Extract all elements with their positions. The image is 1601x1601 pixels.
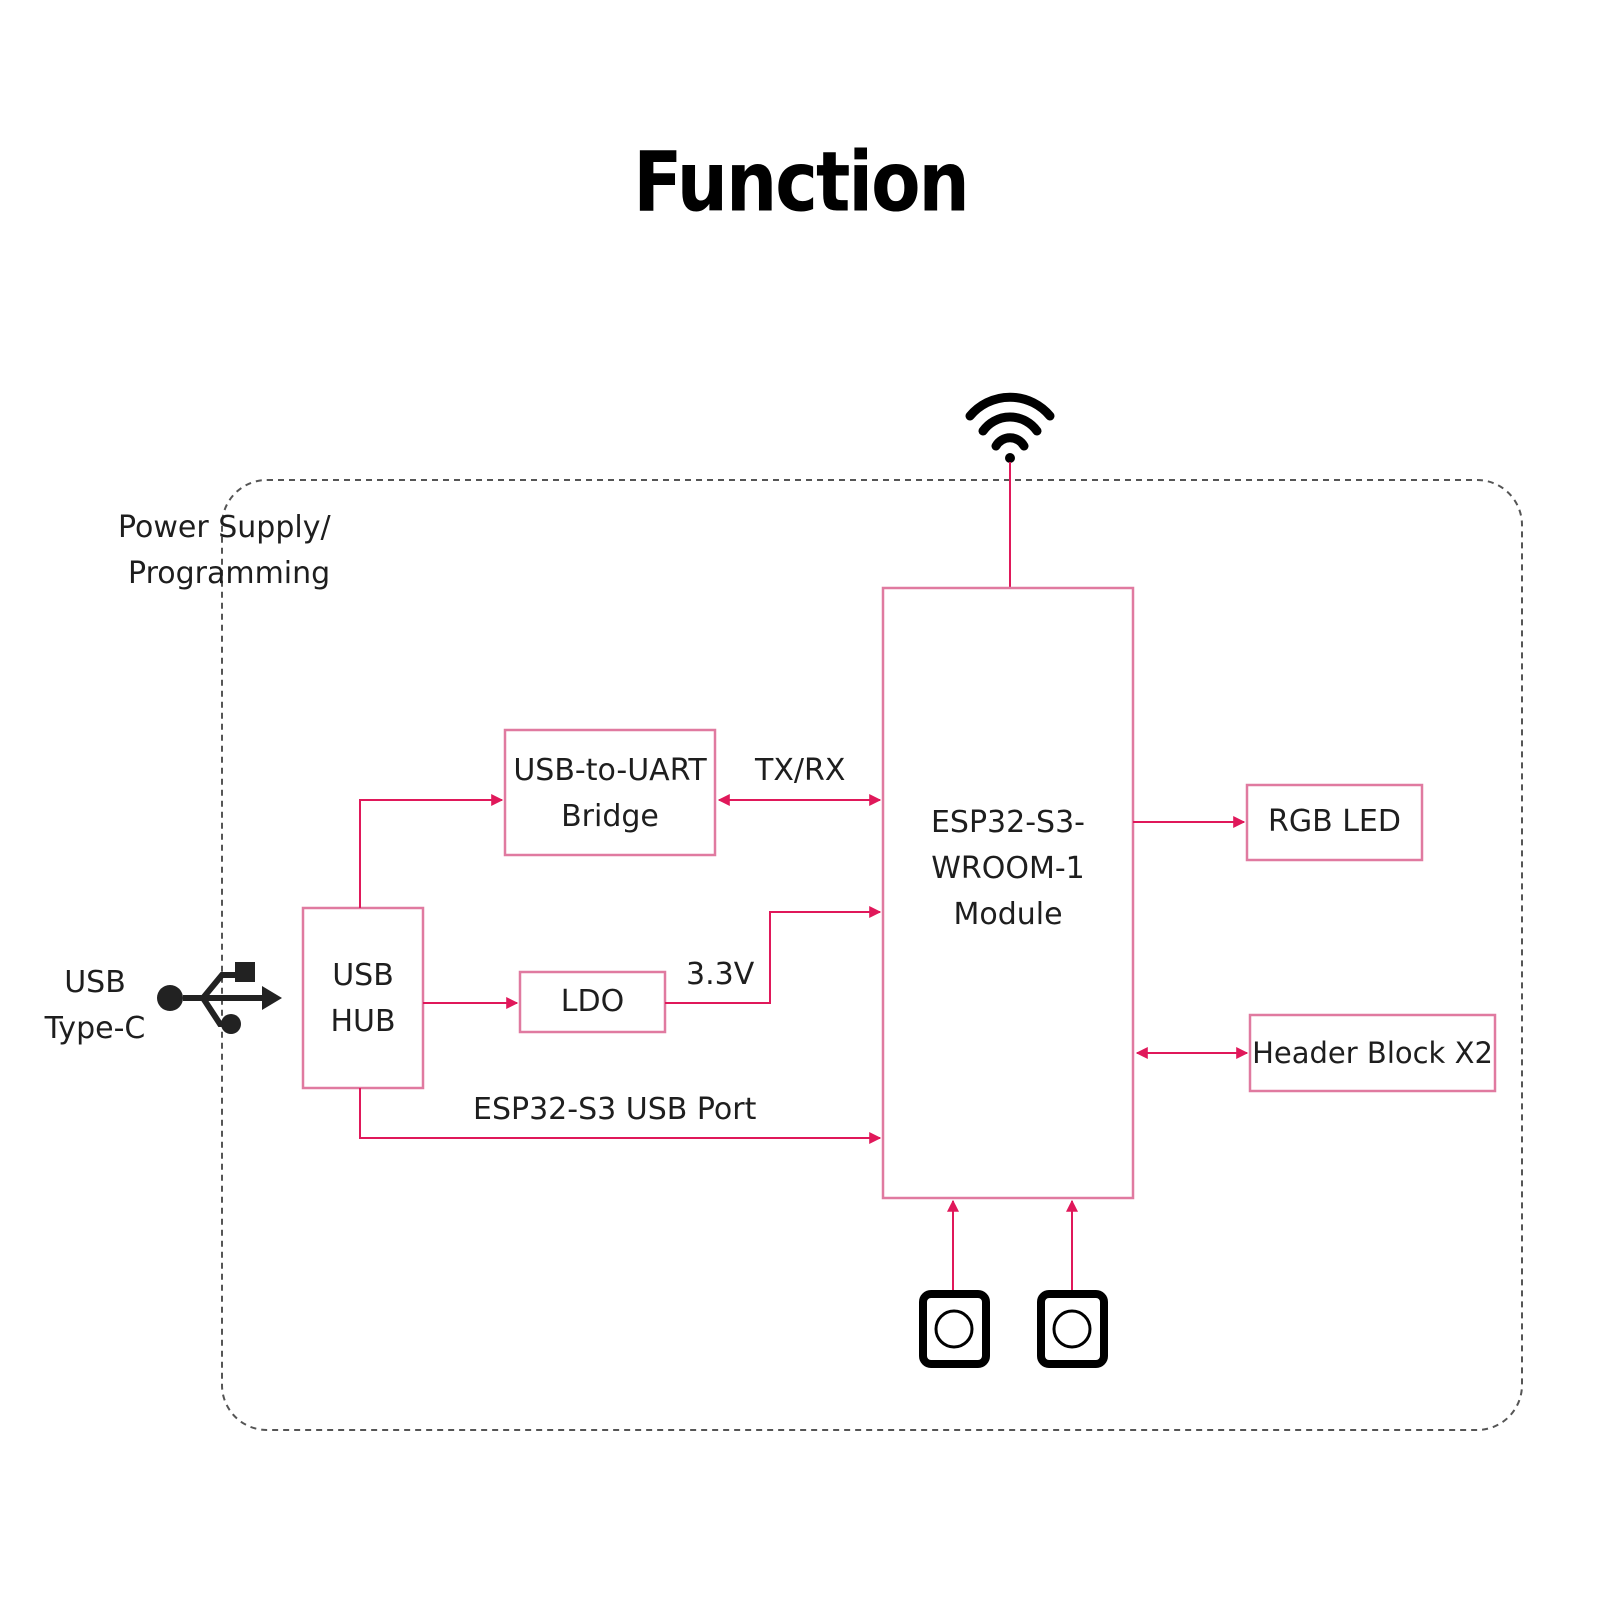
usb-hub-line1: USB [332, 958, 394, 993]
section-label-line2: Programming [128, 556, 331, 591]
esp32-line2: WROOM-1 [931, 851, 1085, 886]
usb-port-label: ESP32-S3 USB Port [473, 1092, 757, 1127]
usb-connector-label: USB Type-C [40, 960, 150, 1052]
usb-port-arrow [359, 1088, 882, 1144]
rgb-led-label: RGB LED [1268, 804, 1401, 839]
button-icon [919, 1290, 990, 1368]
usb-hub-block [301, 906, 425, 1090]
wifi-icon [965, 392, 1055, 463]
usb-icon [157, 962, 282, 1034]
header-block-label: Header Block X2 [1252, 1036, 1493, 1070]
hub-to-uart-arrow [359, 794, 504, 908]
esp32-module-label: ESP32-S3- WROOM-1 Module [883, 800, 1133, 938]
board-outline [221, 479, 1523, 1431]
usb-uart-line2: Bridge [561, 799, 659, 834]
page-title: Function [633, 133, 970, 231]
header-block [1248, 1013, 1497, 1093]
usb-hub-label: USB HUB [303, 953, 423, 1045]
usb-uart-label: USB-to-UART Bridge [505, 748, 715, 840]
usb-connector-line2: Type-C [44, 1011, 146, 1046]
ldo-to-esp32-arrow [665, 906, 882, 1004]
esp32-line1: ESP32-S3- [930, 805, 1086, 840]
usb-hub-line2: HUB [330, 1004, 396, 1039]
button-icon [1037, 1290, 1108, 1368]
rgb-led-block [1245, 783, 1424, 862]
section-label: Power Supply/ Programming [118, 505, 338, 597]
txrx-label: TX/RX [755, 753, 846, 788]
ldo-block [518, 970, 667, 1034]
usb-uart-line1: USB-to-UART [513, 753, 707, 788]
ldo-label: LDO [560, 984, 625, 1019]
section-label-line1: Power Supply/ [118, 510, 331, 545]
esp32-module-block [881, 586, 1135, 1200]
usb-connector-line1: USB [64, 965, 126, 1000]
voltage-label: 3.3V [686, 957, 755, 992]
esp32-line3: Module [953, 897, 1063, 932]
usb-uart-block [503, 728, 717, 857]
